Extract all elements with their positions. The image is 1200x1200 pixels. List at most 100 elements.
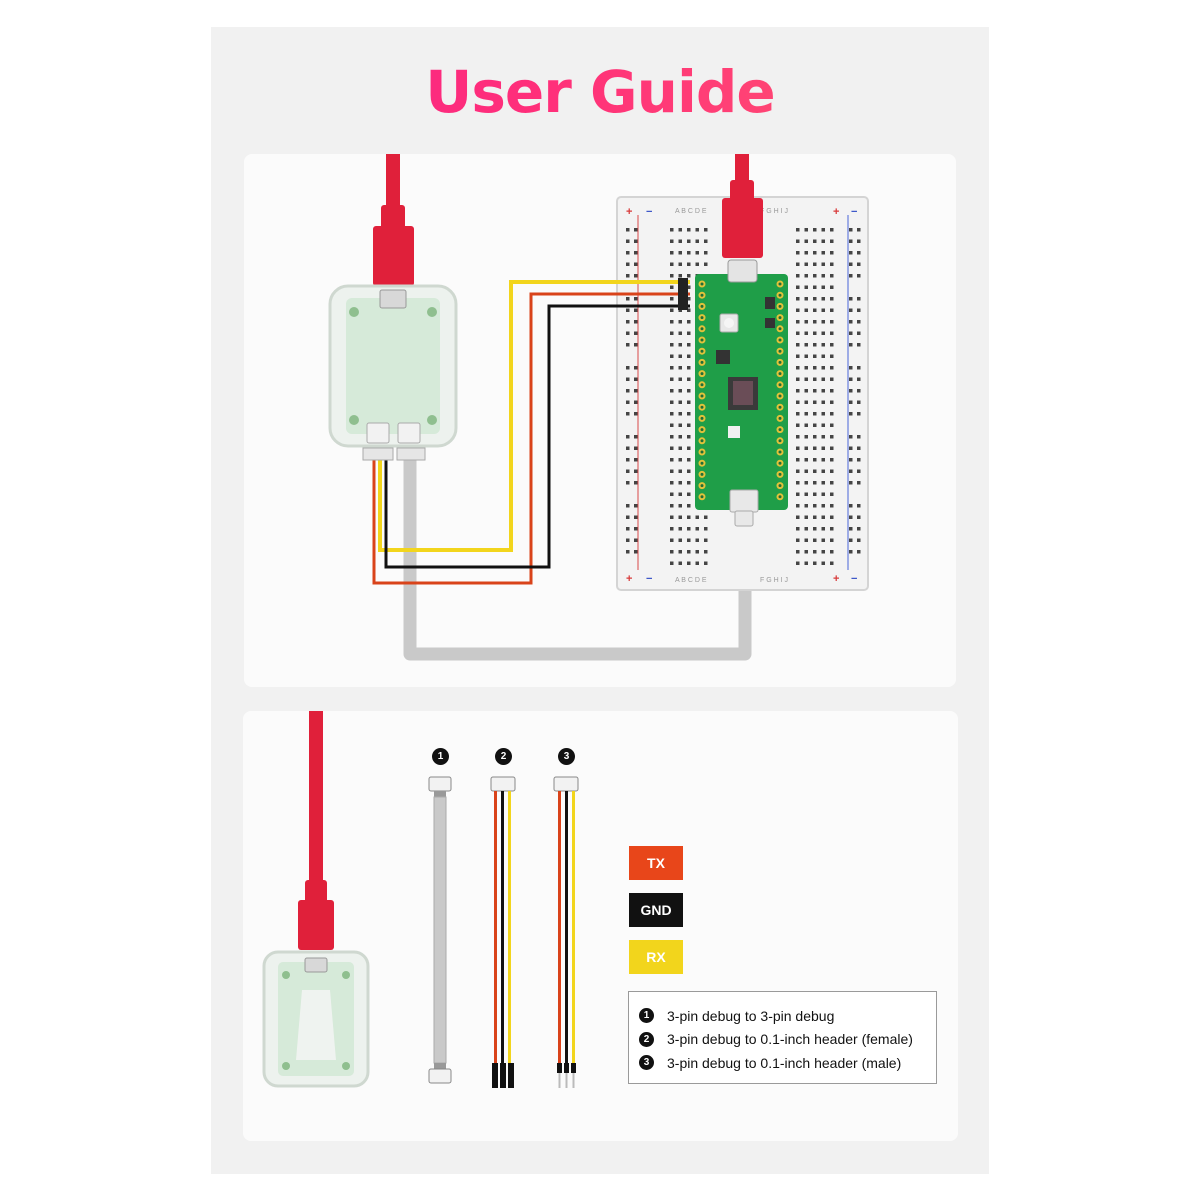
breadboard-hole [849, 308, 853, 312]
breadboard-hole [857, 458, 861, 462]
breadboard-hole [678, 469, 682, 473]
breadboard-hole [813, 285, 817, 289]
breadboard-hole [813, 504, 817, 508]
breadboard-hole [670, 308, 674, 312]
pico-pin-hole [700, 416, 704, 420]
breadboard-hole [804, 469, 808, 473]
pico-pin-hole [778, 282, 782, 286]
breadboard-hole [634, 343, 638, 347]
breadboard-hole [678, 228, 682, 232]
breadboard-hole [634, 297, 638, 301]
breadboard-hole [830, 285, 834, 289]
breadboard-hole [821, 446, 825, 450]
pico-pin-hole [700, 484, 704, 488]
breadboard-hole [670, 435, 674, 439]
breadboard-hole [796, 262, 800, 266]
breadboard-hole [830, 297, 834, 301]
breadboard-hole [821, 458, 825, 462]
grey-debug-cable [403, 455, 752, 661]
breadboard-hole [704, 527, 708, 531]
breadboard-hole [813, 423, 817, 427]
breadboard-hole [821, 228, 825, 232]
breadboard-hole [849, 400, 853, 404]
breadboard-hole [704, 561, 708, 565]
breadboard-hole [695, 262, 699, 266]
cable-1-3pin-to-3pin [428, 776, 452, 1084]
breadboard-hole [804, 412, 808, 416]
breadboard-hole [813, 262, 817, 266]
pico-pin-hole [700, 394, 704, 398]
breadboard-hole [830, 262, 834, 266]
breadboard-hole [634, 458, 638, 462]
rail-minus-label-bottom-right: − [851, 573, 857, 585]
breadboard-hole [796, 435, 800, 439]
page-title: User Guide [0, 58, 1200, 126]
pico-pin-hole [778, 484, 782, 488]
breadboard-hole [804, 389, 808, 393]
breadboard-hole [821, 274, 825, 278]
breadboard-hole [821, 492, 825, 496]
breadboard-hole [821, 515, 825, 519]
breadboard-hole [796, 400, 800, 404]
breadboard-hole [849, 435, 853, 439]
breadboard-hole [849, 389, 853, 393]
tx-wire [372, 292, 690, 585]
breadboard-hole [796, 389, 800, 393]
breadboard-hole [626, 527, 630, 531]
breadboard-hole [626, 297, 630, 301]
breadboard-hole [670, 527, 674, 531]
legend-number: 3 [639, 1055, 654, 1071]
breadboard-hole [796, 561, 800, 565]
breadboard-hole [830, 423, 834, 427]
breadboard-hole [821, 481, 825, 485]
breadboard-hole [857, 274, 861, 278]
breadboard-hole [678, 274, 682, 278]
breadboard-hole [821, 285, 825, 289]
breadboard-hole [830, 492, 834, 496]
cable-legend: 1 3-pin debug to 3-pin debug 2 3-pin deb… [628, 991, 937, 1084]
breadboard-hole [849, 446, 853, 450]
breadboard-hole [796, 354, 800, 358]
breadboard-hole [678, 492, 682, 496]
breadboard-hole [687, 239, 691, 243]
pico-pin-hole [778, 383, 782, 387]
pico-pin-hole [700, 327, 704, 331]
breadboard-hole [695, 515, 699, 519]
rail-minus-label-bottom: − [646, 573, 652, 585]
rail-plus-label-bottom: + [626, 573, 632, 585]
breadboard-hole [830, 366, 834, 370]
breadboard-hole [626, 446, 630, 450]
breadboard-hole [821, 366, 825, 370]
breadboard-hole [695, 538, 699, 542]
breadboard-hole [813, 492, 817, 496]
breadboard-hole [626, 343, 630, 347]
breadboard-hole [804, 354, 808, 358]
cable-number-1: 1 [432, 748, 449, 765]
legend-number: 2 [639, 1031, 654, 1047]
breadboard-hole [626, 377, 630, 381]
legend-text: 3-pin debug to 0.1-inch header (female) [667, 1031, 913, 1048]
breadboard-hole [821, 320, 825, 324]
breadboard-hole [634, 331, 638, 335]
breadboard-hole [687, 262, 691, 266]
breadboard-hole [626, 331, 630, 335]
breadboard-hole [670, 285, 674, 289]
column-letters-right: F G H I J [760, 208, 788, 215]
breadboard-hole [804, 343, 808, 347]
breadboard-hole [796, 412, 800, 416]
breadboard-hole [678, 561, 682, 565]
breadboard-hole [687, 366, 691, 370]
breadboard-hole [796, 285, 800, 289]
breadboard-hole [670, 239, 674, 243]
legend-number: 1 [639, 1008, 654, 1024]
breadboard-hole [670, 366, 674, 370]
breadboard-hole [670, 550, 674, 554]
breadboard-hole [670, 251, 674, 255]
breadboard-hole [830, 515, 834, 519]
breadboard-hole [796, 366, 800, 370]
pico-pin-hole [700, 383, 704, 387]
legend-item: 3 3-pin debug to 0.1-inch header (male) [639, 1051, 936, 1075]
breadboard-hole [687, 285, 691, 289]
breadboard-hole [849, 538, 853, 542]
breadboard-hole [695, 228, 699, 232]
